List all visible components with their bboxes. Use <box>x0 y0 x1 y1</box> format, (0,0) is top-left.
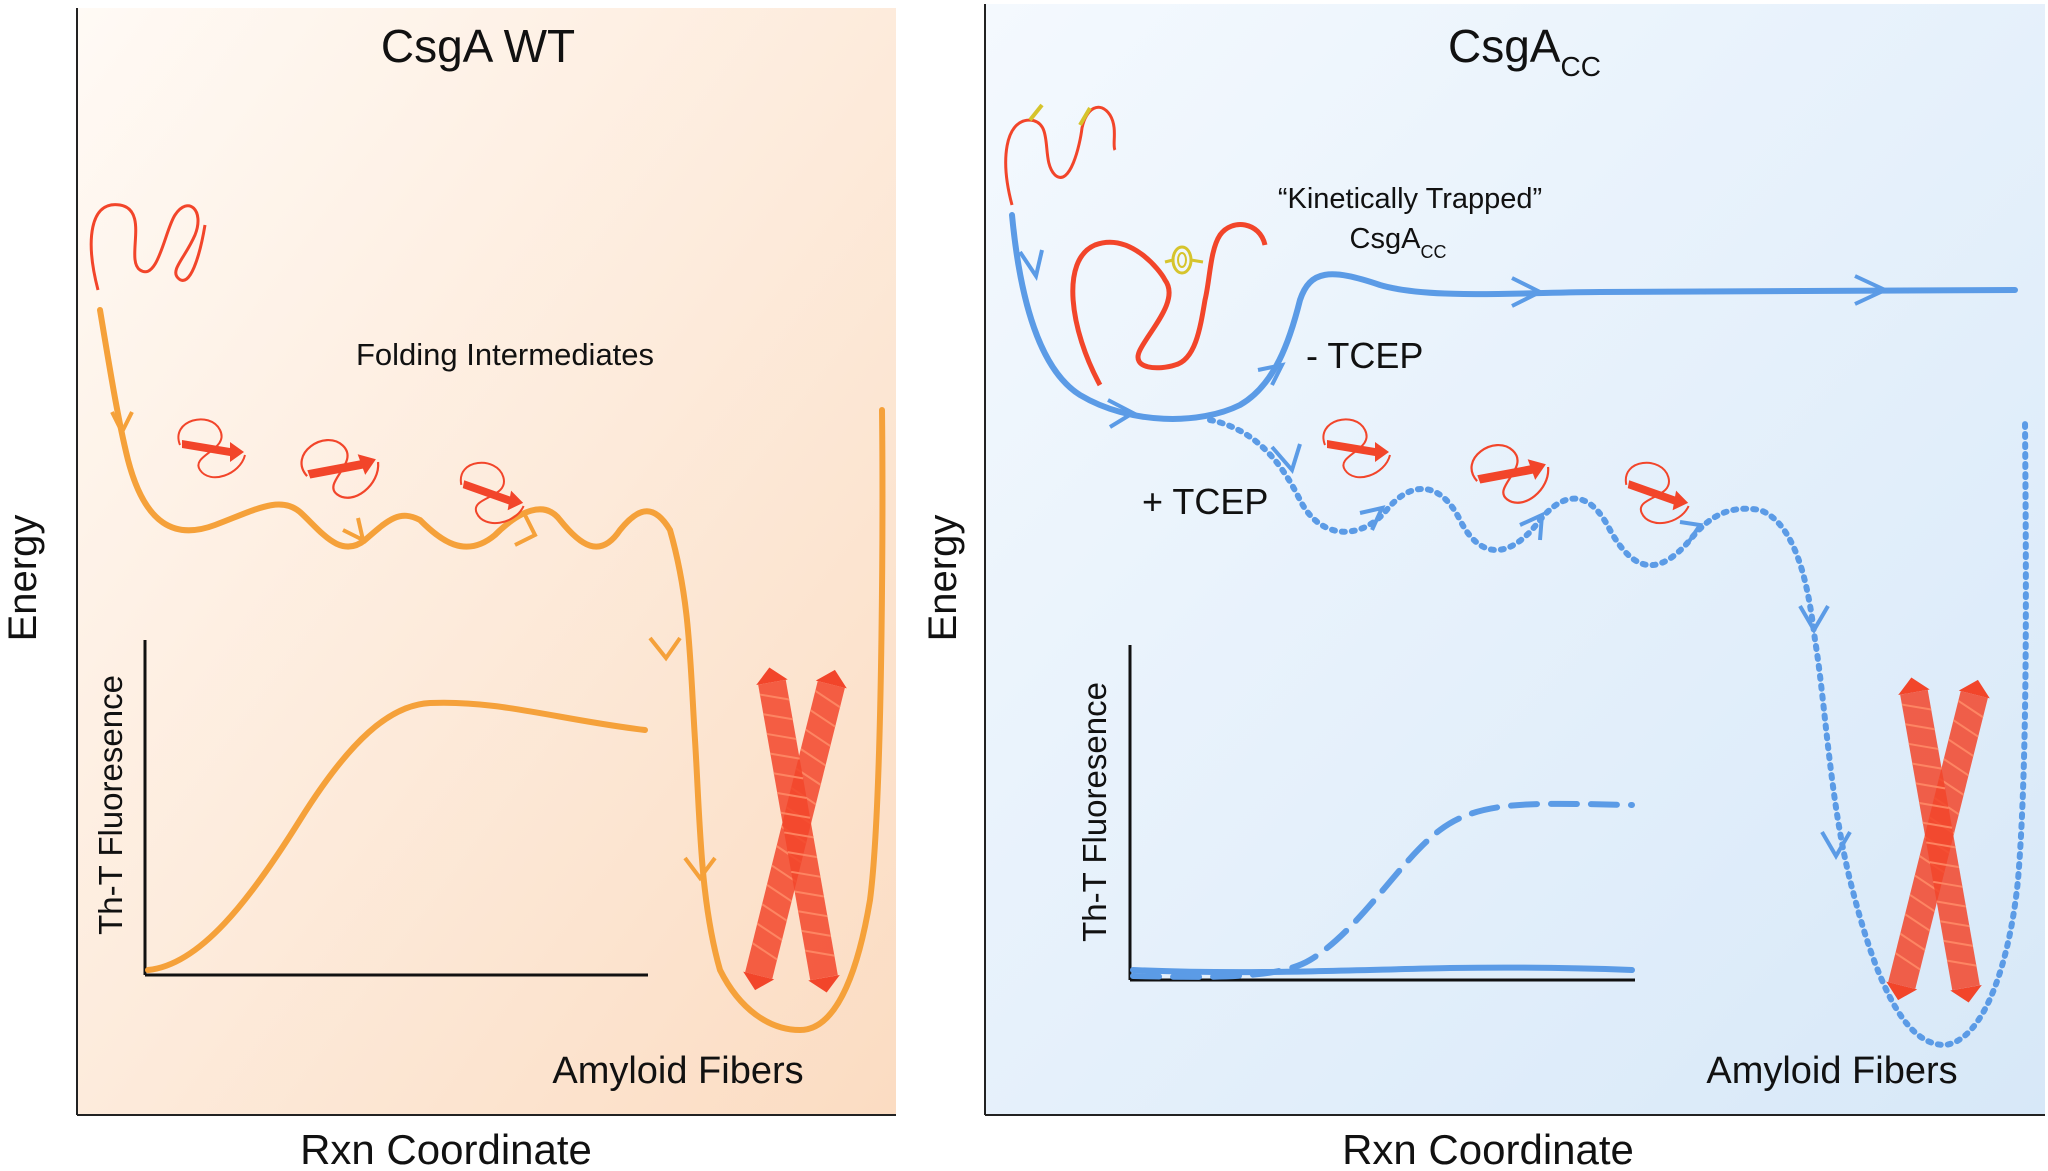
cc-inset-y-label: Th-T Fluoresence <box>1076 682 1113 942</box>
wt-panel: CsgA WT Energy Rxn Coordinate Folding In… <box>1 8 896 1171</box>
cc-arrow-g <box>1359 505 1386 531</box>
cc-tht-tcep-curve <box>1130 800 1635 980</box>
cc-trapped-protein <box>1070 222 1268 387</box>
cc-plus-tcep-label: + TCEP <box>1142 481 1268 522</box>
wt-arrow-1 <box>110 411 134 437</box>
cc-minus-tcep-label: - TCEP <box>1306 335 1423 376</box>
cc-reduced-path <box>1207 417 2029 1049</box>
cc-trapped-path <box>1009 212 2018 422</box>
wt-tht-curve <box>145 699 648 973</box>
cc-arrow-b <box>1107 398 1138 429</box>
cc-arrow-i <box>1679 520 1704 545</box>
cc-product-label: Amyloid Fibers <box>1706 1050 1957 1092</box>
cc-arrow-j <box>1798 604 1830 634</box>
wt-arrow-3 <box>514 514 538 547</box>
wt-panel-title: CsgA WT <box>381 20 575 72</box>
cc-arrow-c <box>1257 362 1286 386</box>
wt-inset-plot: Th-T Fluoresence <box>92 640 648 977</box>
cc-arrow-h <box>1519 511 1545 541</box>
wt-arrow-5 <box>683 856 717 882</box>
cc-trapped-label-line2: CsgACC <box>1350 223 1447 262</box>
cc-arrow-d <box>1511 276 1545 308</box>
wt-energy-curve <box>97 307 886 1034</box>
wt-x-axis-label: Rxn Coordinate <box>300 1126 592 1171</box>
cc-y-axis-label: Energy <box>921 515 965 642</box>
cc-tht-flat-curve <box>1130 964 1635 976</box>
cc-inset-plot: Th-T Fluoresence <box>1076 645 1635 982</box>
wt-intermediates-label: Folding Intermediates <box>356 337 654 372</box>
cc-panel-background <box>985 4 2045 1115</box>
wt-arrow-4 <box>648 636 682 662</box>
cc-arrow-a <box>1018 249 1044 281</box>
wt-unfolded-protein <box>89 203 207 291</box>
wt-product-label: Amyloid Fibers <box>552 1050 803 1092</box>
wt-arrow-2 <box>342 517 366 544</box>
cc-trapped-label-line1: “Kinetically Trapped” <box>1278 183 1542 215</box>
wt-y-axis-label: Energy <box>1 515 45 642</box>
cc-unfolded-protein <box>1004 103 1117 206</box>
cc-panel-title: CsgACC <box>1448 20 1601 82</box>
cc-arrow-e <box>1854 274 1890 306</box>
cc-arrow-k <box>1820 830 1852 860</box>
cc-panel: CsgACC Energy Rxn Coordinate “Kineticall… <box>921 4 2045 1171</box>
cc-x-axis-label: Rxn Coordinate <box>1342 1126 1634 1171</box>
wt-inset-y-label: Th-T Fluoresence <box>92 675 129 935</box>
cc-arrow-f <box>1270 443 1302 475</box>
